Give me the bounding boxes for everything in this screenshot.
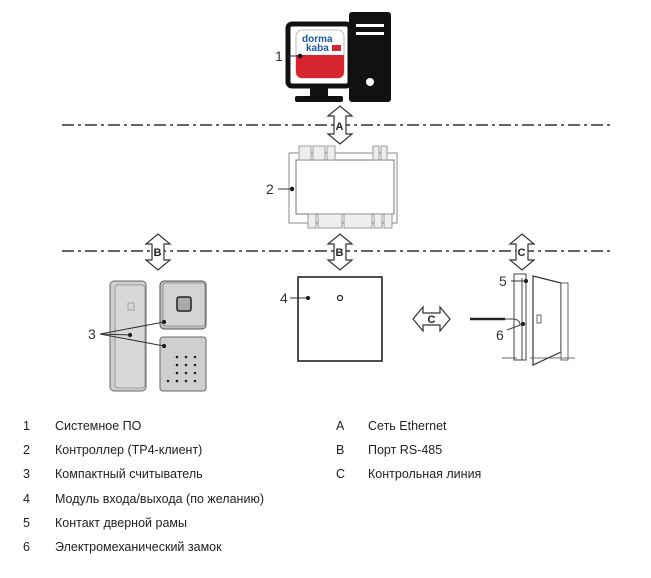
svg-text:C: C <box>518 247 526 259</box>
connection-arrow-b-readers: B <box>144 233 172 271</box>
callout-6: 6 <box>496 327 504 343</box>
svg-text:B: B <box>336 247 344 259</box>
compact-reader-square <box>159 280 207 330</box>
svg-text:B: B <box>154 247 162 259</box>
keypad-key <box>175 363 179 367</box>
keypad-key <box>184 355 188 359</box>
callout-5: 5 <box>499 273 507 289</box>
controller-device <box>288 145 398 229</box>
compact-reader-keypad <box>159 336 207 392</box>
callout-3: 3 <box>88 326 96 342</box>
keypad-key <box>193 363 197 367</box>
callout-1: 1 <box>275 48 283 64</box>
logo-text-dorma: dorma <box>302 34 333 45</box>
keypad-key <box>193 355 197 359</box>
dormakaba-logo: dorma kaba <box>295 29 345 79</box>
compact-reader-slim <box>109 280 147 392</box>
keypad-key <box>166 379 170 383</box>
keypad-key <box>193 379 197 383</box>
keypad-key <box>193 371 197 375</box>
connection-arrow-b-controller: B <box>326 233 354 271</box>
door <box>470 273 575 366</box>
keypad-key <box>184 363 188 367</box>
keypad-key <box>175 379 179 383</box>
connection-arrow-a: A <box>326 105 354 145</box>
keypad-key <box>184 379 188 383</box>
callout-2: 2 <box>266 181 274 197</box>
keypad-key <box>175 371 179 375</box>
keypad-key <box>184 371 188 375</box>
callout-4: 4 <box>280 290 288 306</box>
keypad-key <box>175 355 179 359</box>
io-module <box>297 276 383 362</box>
connection-arrow-c-module: C <box>412 305 451 333</box>
svg-text:C: C <box>428 314 436 326</box>
logo-text-kaba: kaba <box>306 43 329 54</box>
connection-arrow-c-door: C <box>508 233 536 271</box>
svg-text:A: A <box>336 121 344 133</box>
